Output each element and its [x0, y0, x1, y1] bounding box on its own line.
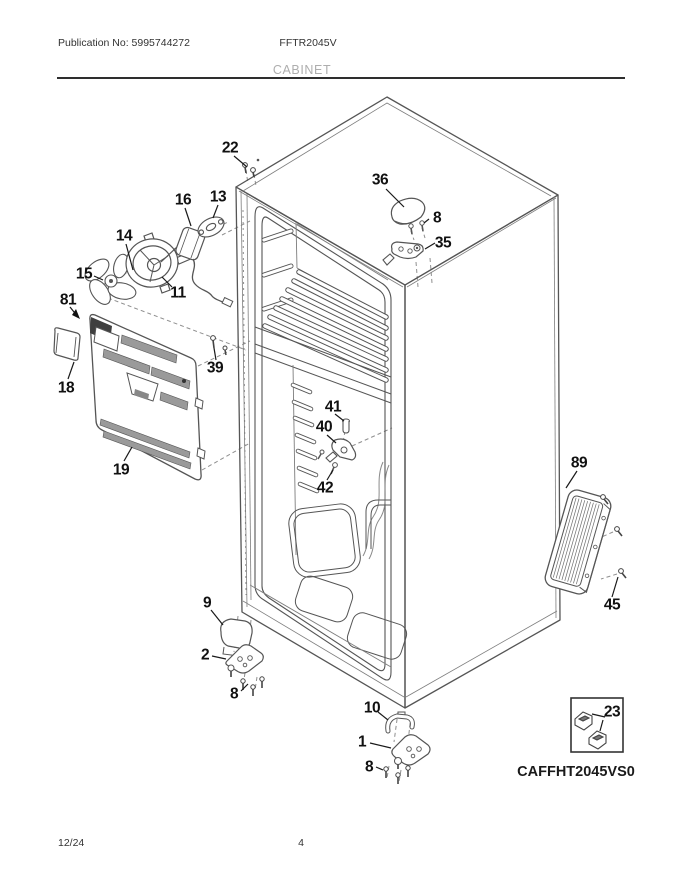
leader-lines — [67, 155, 619, 771]
access-plate — [53, 327, 81, 361]
callout-8-left: 8 — [229, 685, 239, 703]
fan-shroud — [125, 232, 194, 294]
callout-8-bottom: 8 — [364, 758, 374, 776]
arrowhead-81 — [72, 309, 80, 319]
callout-42: 42 — [316, 479, 334, 497]
callout-41: 41 — [324, 398, 342, 416]
back-wall-vents — [290, 382, 320, 494]
freezer-interior — [261, 221, 389, 383]
bottom-center-hinge-group — [383, 711, 431, 784]
callout-35: 35 — [434, 234, 452, 252]
callout-39: 39 — [206, 359, 224, 377]
evaporator-fan-blade — [84, 253, 137, 305]
screws-45 — [600, 494, 627, 579]
callout-45: 45 — [603, 596, 621, 614]
crisper-frame — [288, 503, 361, 578]
control-bracket-group — [317, 418, 357, 475]
fresh-food-interior — [249, 364, 408, 668]
screws-39 — [210, 335, 228, 356]
screws-8-bottom — [383, 765, 411, 784]
callout-2: 2 — [200, 646, 210, 664]
shelf-clip — [588, 730, 607, 750]
screws-8-left — [240, 676, 265, 696]
header-rule — [57, 77, 625, 79]
compartment-divider — [254, 326, 392, 404]
door-opening — [254, 206, 392, 681]
callout-23: 23 — [603, 703, 621, 721]
hinge-cover — [220, 618, 253, 649]
callout-19: 19 — [112, 461, 130, 479]
callout-9: 9 — [202, 594, 212, 612]
top-hinge — [382, 220, 425, 266]
floor-pan-right — [346, 612, 408, 660]
callout-89: 89 — [570, 454, 588, 472]
crisper-frame-right — [365, 499, 391, 549]
callout-14: 14 — [115, 227, 133, 245]
clip-inset-box — [570, 697, 624, 753]
callout-22: 22 — [221, 139, 239, 157]
shelf-rails — [261, 228, 294, 312]
callout-15: 15 — [75, 265, 93, 283]
callout-13: 13 — [209, 188, 227, 206]
callout-8-top: 8 — [432, 209, 442, 227]
diagram-code: CAFFHT2045VS0 — [517, 764, 635, 780]
floor-pan-left — [294, 575, 354, 623]
callout-18: 18 — [57, 379, 75, 397]
callout-36: 36 — [371, 171, 389, 189]
callout-11: 11 — [170, 284, 186, 302]
motor-mount-bracket — [197, 216, 225, 238]
footer-page-number: 4 — [298, 837, 304, 849]
cabinet-outline — [235, 96, 561, 709]
fan-motor — [160, 226, 234, 308]
bottom-left-hinge-group — [220, 618, 265, 696]
shelf-clip — [574, 711, 593, 731]
rear-access-panel — [544, 489, 627, 595]
top-hinge-cover — [390, 197, 426, 225]
callout-16: 16 — [174, 191, 192, 209]
callout-1: 1 — [357, 733, 367, 751]
callout-81: 81 — [59, 291, 77, 309]
panel-vents — [99, 334, 192, 470]
publication-number: Publication No: 5995744272 — [58, 37, 190, 49]
model-number: FFTR2045V — [279, 37, 337, 49]
evaporator-cover-panel — [89, 313, 206, 481]
bottom-hinge-left — [225, 644, 264, 674]
motor-wire — [191, 258, 225, 304]
callout-40: 40 — [315, 418, 333, 436]
footer-date: 12/24 — [58, 837, 85, 849]
section-title: CABINET — [272, 63, 332, 77]
cabinet-edge-details — [238, 102, 558, 698]
callout-10: 10 — [363, 699, 381, 717]
